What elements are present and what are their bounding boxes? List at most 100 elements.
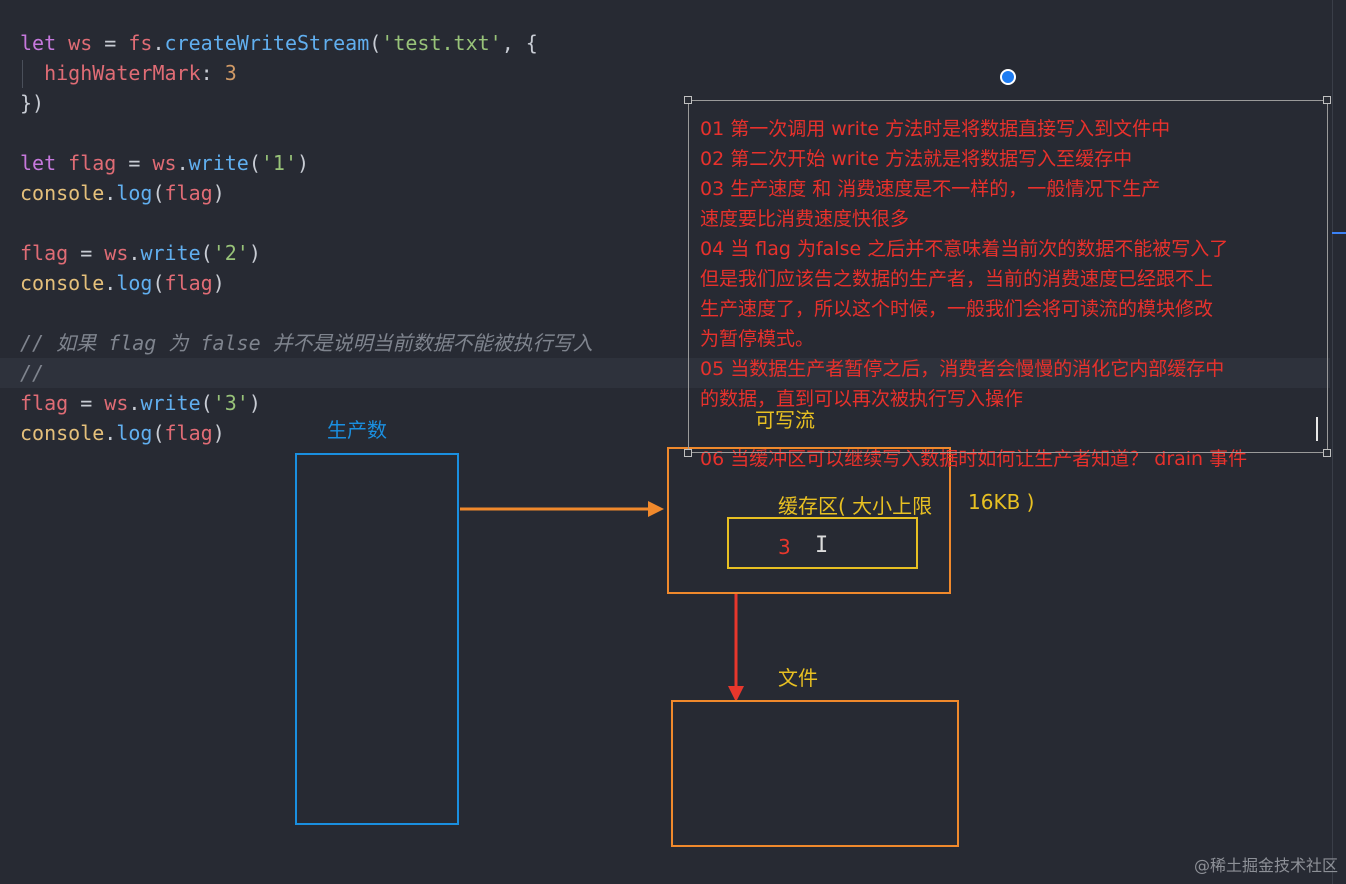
text-cursor-icon: I bbox=[815, 533, 829, 558]
resize-handle-bottom-right[interactable] bbox=[1323, 449, 1331, 457]
code-line[interactable]: console.log(flag) bbox=[20, 268, 593, 298]
code-token: . bbox=[152, 31, 165, 55]
file-box bbox=[671, 700, 959, 847]
producer-box bbox=[295, 453, 459, 825]
code-token: ws bbox=[68, 31, 93, 55]
buffer-value: 3 bbox=[778, 535, 791, 559]
code-line[interactable]: let ws = fs.createWriteStream('test.txt'… bbox=[20, 28, 593, 58]
code-token: ( bbox=[152, 271, 165, 295]
code-line[interactable]: console.log(flag) bbox=[20, 178, 593, 208]
code-token: = bbox=[116, 151, 153, 175]
code-token: ( bbox=[369, 31, 382, 55]
code-line[interactable] bbox=[20, 208, 593, 238]
buffer-label: 缓存区( 大小上限 bbox=[778, 494, 933, 518]
code-token: log bbox=[116, 181, 153, 205]
code-line[interactable]: }) bbox=[20, 88, 593, 118]
code-line[interactable] bbox=[20, 298, 593, 328]
selection-frame[interactable] bbox=[688, 100, 1328, 453]
note-line: 02 第二次开始 write 方法就是将数据写入至缓存中 bbox=[700, 148, 1133, 170]
code-token: 3 bbox=[224, 61, 237, 85]
text-caret bbox=[1316, 417, 1318, 441]
code-token: let bbox=[20, 151, 57, 175]
code-token: }) bbox=[20, 91, 45, 115]
code-line[interactable]: flag = ws.write('3') bbox=[20, 388, 593, 418]
code-token: . bbox=[128, 241, 141, 265]
rotate-handle-icon[interactable] bbox=[1000, 69, 1016, 85]
code-token: ( bbox=[200, 241, 213, 265]
file-label: 文件 bbox=[778, 666, 818, 690]
indent-guide bbox=[22, 60, 23, 88]
code-token bbox=[56, 151, 68, 175]
buffer-box bbox=[727, 517, 918, 569]
current-line-highlight bbox=[0, 358, 1330, 388]
code-token: write bbox=[188, 151, 249, 175]
code-token: , { bbox=[501, 31, 538, 55]
buffer-size-label: 16KB ) bbox=[968, 490, 1035, 514]
resize-handle-bottom-left[interactable] bbox=[684, 449, 692, 457]
code-token: . bbox=[104, 271, 117, 295]
code-line[interactable] bbox=[20, 118, 593, 148]
code-line[interactable]: // 如果 flag 为 false 并不是说明当前数据不能被执行写入 bbox=[20, 328, 593, 358]
code-token: console bbox=[20, 421, 105, 445]
note-line: 01 第一次调用 write 方法时是将数据直接写入到文件中 bbox=[700, 118, 1171, 140]
note-line: 04 当 flag 为false 之后并不意味着当前次的数据不能被写入了 bbox=[700, 238, 1229, 260]
code-token: flag bbox=[20, 241, 69, 265]
writable-stream-box bbox=[667, 447, 951, 594]
producer-to-writable-arrowhead bbox=[648, 501, 664, 517]
code-token: ( bbox=[200, 391, 213, 415]
watermark: @稀土掘金技术社区 bbox=[1193, 856, 1338, 875]
code-token: let bbox=[20, 31, 57, 55]
code-token: = bbox=[68, 391, 105, 415]
code-token: 'test.txt' bbox=[381, 31, 502, 55]
code-token: flag bbox=[164, 271, 213, 295]
code-token: : bbox=[200, 61, 225, 85]
note-line: 05 当数据生产者暂停之后，消费者会慢慢的消化它内部缓存中 bbox=[700, 358, 1225, 380]
code-token: ) bbox=[212, 181, 225, 205]
code-token: // bbox=[20, 361, 45, 385]
code-line[interactable]: // bbox=[20, 358, 593, 388]
code-line[interactable]: console.log(flag) bbox=[20, 418, 593, 448]
note-line: 但是我们应该告之数据的生产者，当前的消费速度已经跟不上 bbox=[700, 268, 1214, 290]
code-token: log bbox=[116, 421, 153, 445]
code-token: ) bbox=[248, 391, 261, 415]
code-token: ws bbox=[104, 241, 129, 265]
note-line: 为暂停模式。 bbox=[700, 328, 815, 350]
code-token: ) bbox=[297, 151, 310, 175]
code-token: ) bbox=[212, 271, 225, 295]
note-line: 06 当缓冲区可以继续写入数据时如何让生产者知道？ drain 事件 bbox=[700, 448, 1248, 470]
code-token: '1' bbox=[260, 151, 297, 175]
code-token: log bbox=[116, 271, 153, 295]
code-token: = bbox=[68, 241, 105, 265]
code-line[interactable]: highWaterMark: 3 bbox=[20, 58, 593, 88]
code-token: console bbox=[20, 181, 105, 205]
notes-textbox[interactable]: 01 第一次调用 write 方法时是将数据直接写入到文件中 02 第二次开始 w… bbox=[700, 114, 1247, 474]
code-token: ( bbox=[152, 181, 165, 205]
resize-handle-top-left[interactable] bbox=[684, 96, 692, 104]
code-editor[interactable]: let ws = fs.createWriteStream('test.txt'… bbox=[20, 28, 593, 448]
code-token: fs bbox=[128, 31, 153, 55]
note-line: 速度要比消费速度快很多 bbox=[700, 208, 910, 230]
scrollbar-marker bbox=[1332, 232, 1346, 234]
code-token: ) bbox=[248, 241, 261, 265]
code-token: write bbox=[140, 241, 201, 265]
code-token bbox=[56, 31, 68, 55]
code-token: . bbox=[104, 421, 117, 445]
writable-stream-label: 可写流 bbox=[755, 408, 815, 432]
code-token: write bbox=[140, 391, 201, 415]
code-token: // 如果 flag 为 false 并不是说明当前数据不能被执行写入 bbox=[20, 331, 593, 355]
scrollbar[interactable] bbox=[1332, 0, 1346, 884]
code-token: flag bbox=[164, 181, 213, 205]
code-token: highWaterMark bbox=[20, 61, 201, 85]
note-line: 的数据，直到可以再次被执行写入操作 bbox=[700, 388, 1024, 410]
code-token: ) bbox=[212, 421, 225, 445]
code-token: createWriteStream bbox=[164, 31, 370, 55]
note-line: 生产速度了，所以这个时候，一般我们会将可读流的模块修改 bbox=[700, 298, 1214, 320]
code-token: flag bbox=[20, 391, 69, 415]
code-token: ( bbox=[152, 421, 165, 445]
code-token: . bbox=[176, 151, 189, 175]
code-line[interactable]: flag = ws.write('2') bbox=[20, 238, 593, 268]
resize-handle-top-right[interactable] bbox=[1323, 96, 1331, 104]
code-line[interactable]: let flag = ws.write('1') bbox=[20, 148, 593, 178]
code-token: . bbox=[128, 391, 141, 415]
code-token: '3' bbox=[212, 391, 249, 415]
